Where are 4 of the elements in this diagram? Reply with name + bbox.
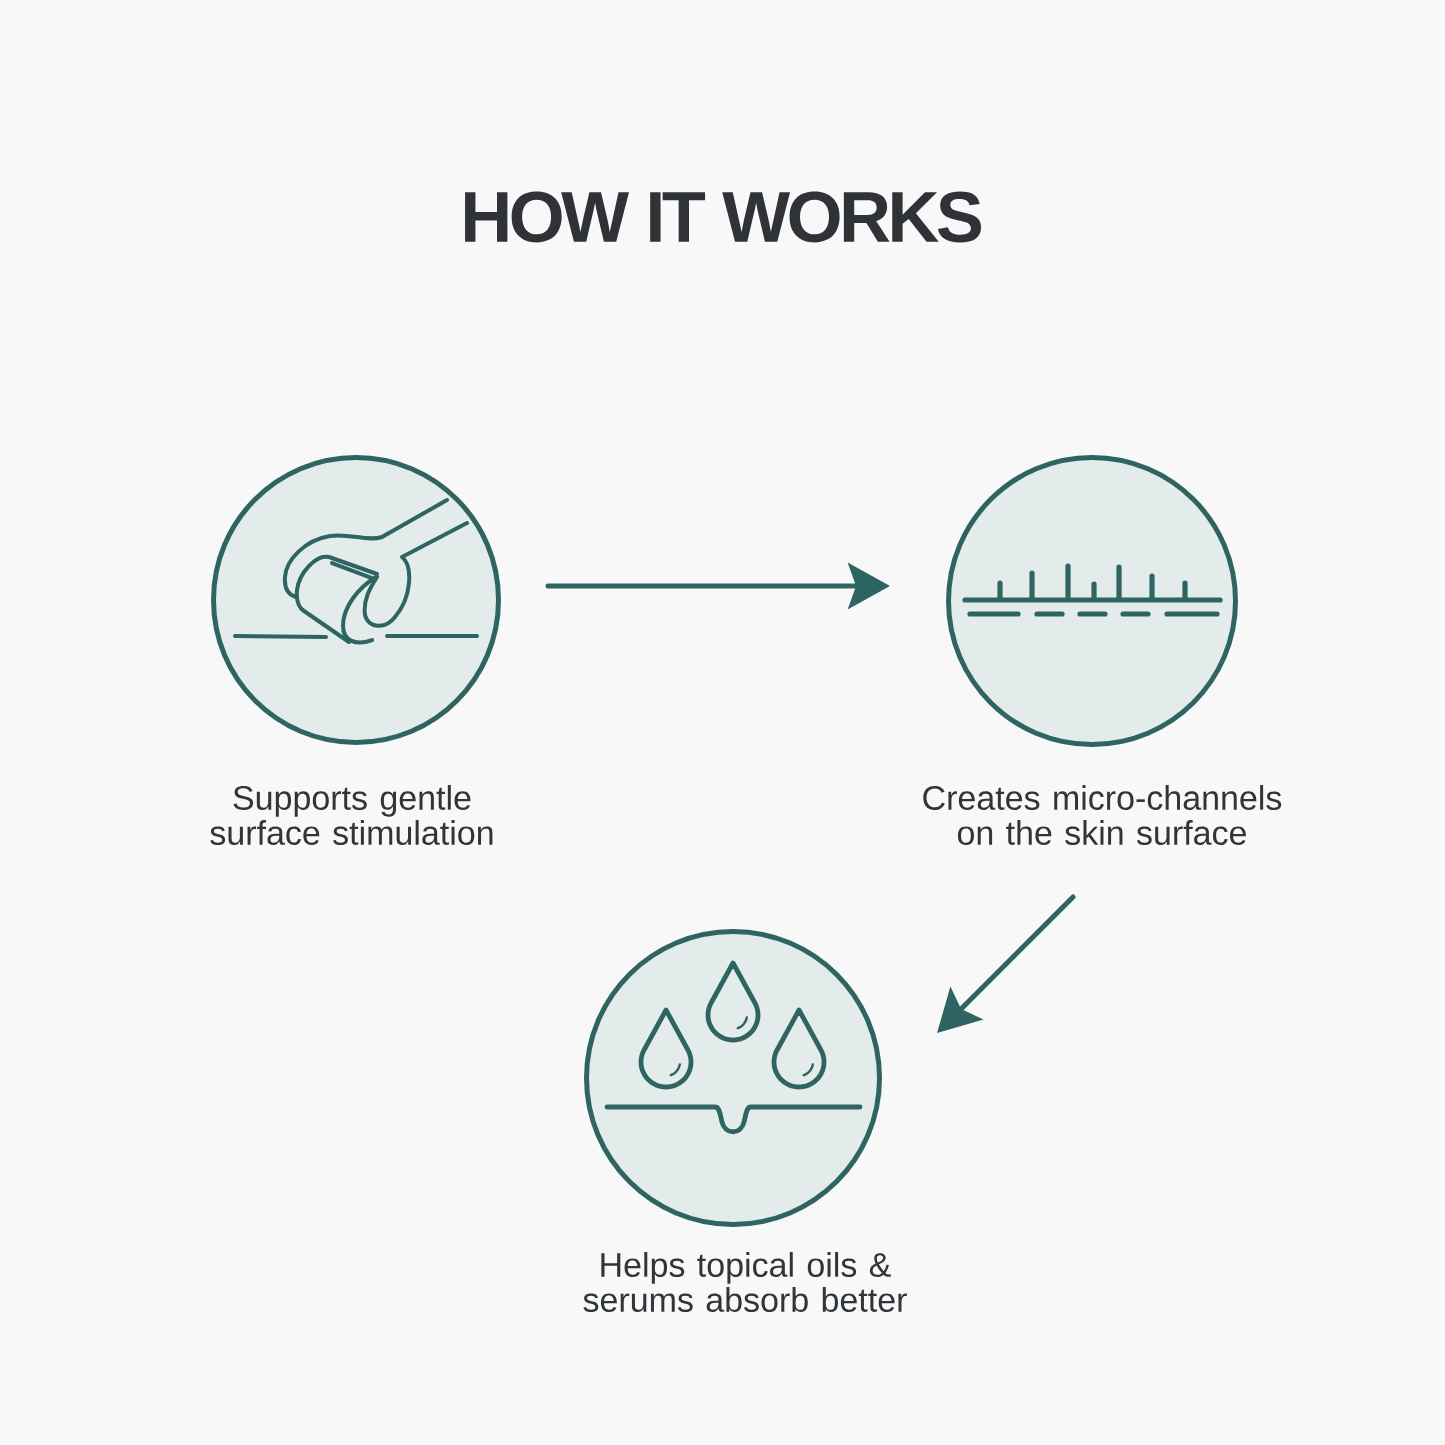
step-caption: Supports gentle surface stimulation <box>210 785 493 845</box>
title: HOW IT WORKS <box>465 191 981 243</box>
step-caption: Creates micro-channels on the skin surface <box>923 785 1282 845</box>
step-caption: Helps topical oils & serums absorb better <box>583 1252 907 1312</box>
